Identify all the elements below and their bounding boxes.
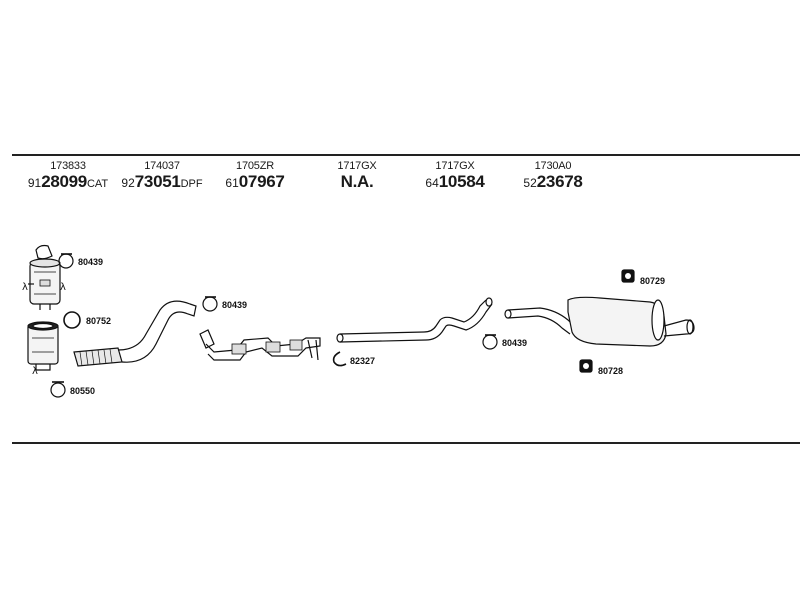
gasket-80752[interactable] [63,311,81,329]
middle-pipe[interactable] [336,297,493,343]
rubber-mount-80729[interactable] [621,269,635,283]
oem-code: 1705ZR [236,160,274,172]
part-column-middle-pipe[interactable]: 1717GX 6410584 [410,160,500,192]
oem-code: 1717GX [435,160,475,172]
rubber-mount-80728[interactable] [579,359,593,373]
part-number: 6107967 [225,172,285,191]
bottom-divider [12,442,800,444]
clamp-80439-c[interactable] [482,334,498,350]
part-column-catalyst[interactable]: 173833 9128099CAT [18,160,118,192]
part-column-front-pipe[interactable]: 1705ZR 6107967 [210,160,300,192]
diesel-particulate-filter[interactable] [27,321,59,371]
fitting-label: 82327 [350,356,375,366]
fitting-label: 80439 [222,300,247,310]
lambda-sensor-icon: λ [22,282,28,293]
fitting-label: 80752 [86,316,111,326]
part-column-rear-silencer[interactable]: 1730A0 5223678 [508,160,598,192]
part-number: 5223678 [523,172,583,191]
part-number: 6410584 [425,172,485,191]
rear-silencer[interactable] [504,296,695,347]
fitting-label: 80439 [78,257,103,267]
part-column-dpf[interactable]: 174037 9273051DPF [112,160,212,192]
front-pipe[interactable] [73,300,197,367]
part-number: N.A. [340,172,374,191]
oem-code: 1730A0 [534,160,572,172]
oem-code: 173833 [50,160,86,172]
lambda-sensor-icon: λ [60,282,66,293]
intermediate-pipe-assembly[interactable] [199,329,321,361]
clamp-80439-b[interactable] [202,296,218,312]
part-number: 9128099CAT [27,172,109,191]
fitting-label: 80439 [502,338,527,348]
oem-code: 174037 [144,160,180,172]
gasket-82327[interactable] [332,351,347,367]
part-column-middle-pipe-na[interactable]: 1717GX N.A. [312,160,402,192]
clamp-80439-a[interactable] [58,253,74,269]
part-number: 9273051DPF [121,172,203,191]
top-divider [12,154,800,156]
oem-code: 1717GX [337,160,377,172]
catalytic-converter[interactable] [29,244,61,311]
lambda-sensor-icon: λ [32,366,38,377]
fitting-label: 80550 [70,386,95,396]
clamp-80550[interactable] [50,381,66,398]
fitting-label: 80728 [598,366,623,376]
fitting-label: 80729 [640,276,665,286]
